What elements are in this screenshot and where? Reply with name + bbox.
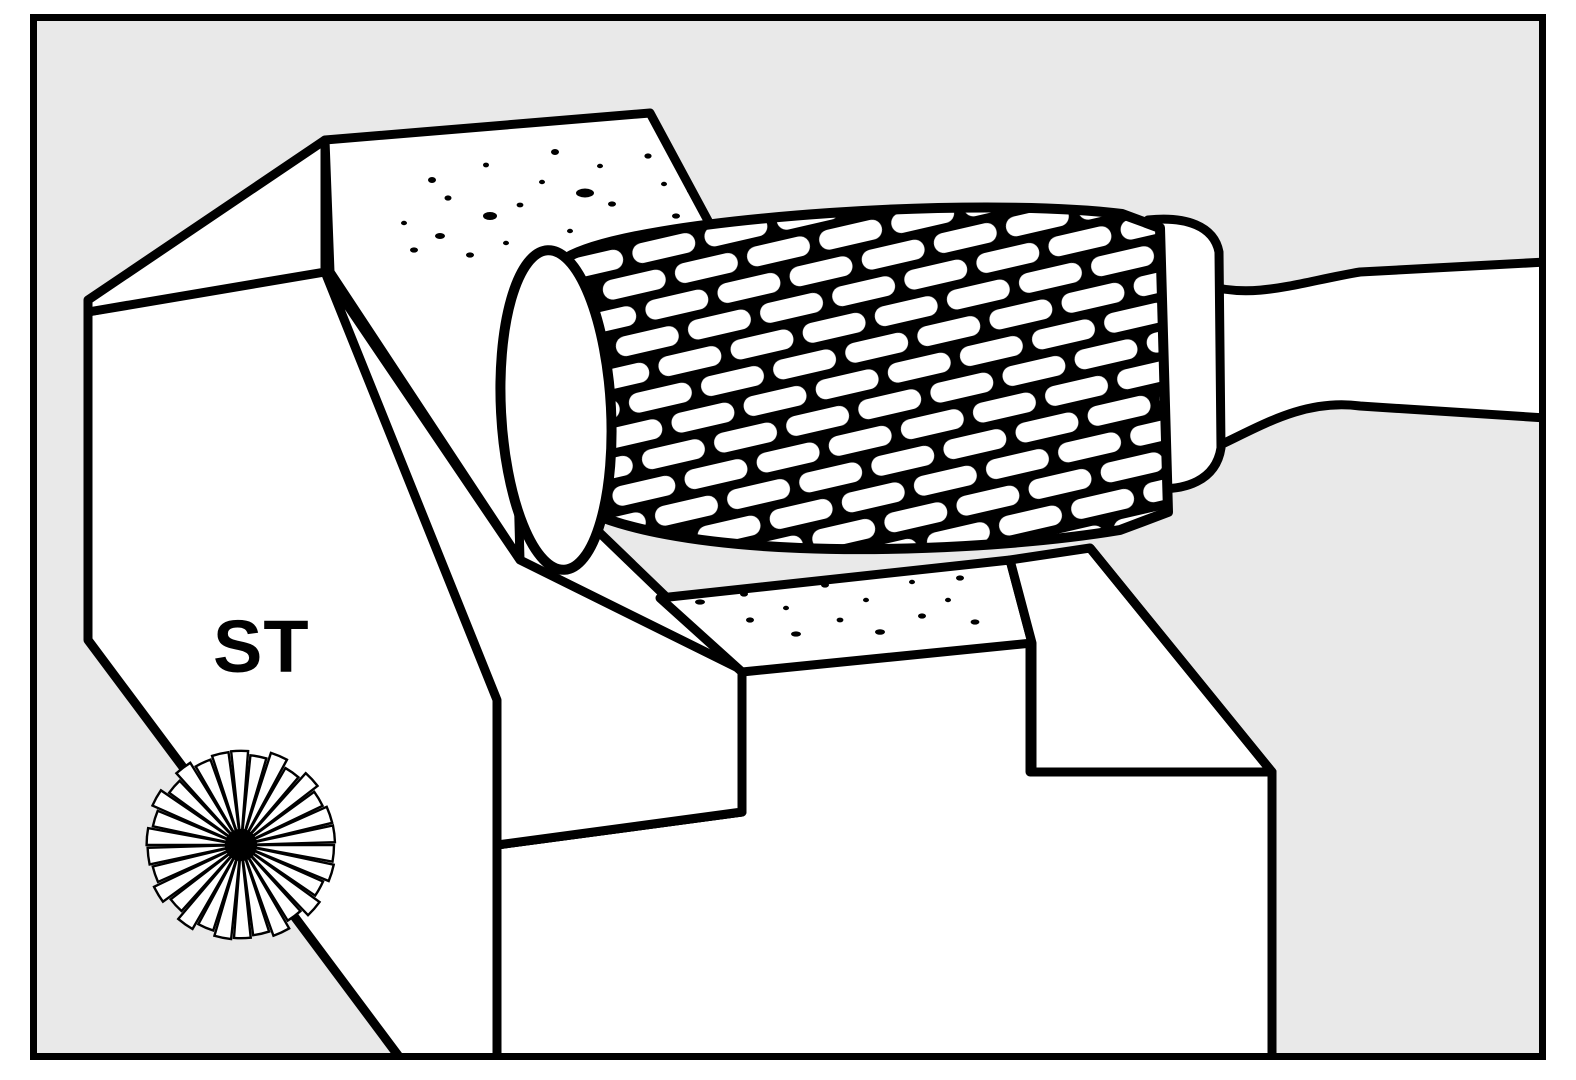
spark-ray (145, 826, 228, 847)
stipple-upper-face (401, 149, 693, 265)
spark-ray (249, 771, 320, 838)
spark-ray (251, 849, 325, 898)
burr-tooth-lattice (566, 207, 1168, 550)
stipple-step-face (695, 575, 980, 637)
block-upper-left-flank (83, 135, 330, 317)
spark-ray (194, 758, 238, 834)
spark-ray (244, 751, 289, 834)
workpiece-block (83, 108, 1277, 1060)
spark-ray (247, 854, 303, 923)
spark-burst-icon (145, 749, 337, 941)
figure-frame (30, 14, 1546, 1060)
burr-body-outline (561, 202, 1173, 555)
block-step-riser (1005, 543, 1277, 777)
spark-ray (168, 852, 233, 913)
block-right-chamfer (1086, 545, 1277, 1058)
spark-ray (254, 824, 337, 846)
spark-ray (174, 761, 235, 836)
spark-ray (232, 858, 253, 940)
spark-ray (196, 856, 238, 933)
spark-ray (152, 849, 231, 904)
spark-ray (253, 846, 336, 883)
spark-ray (210, 750, 241, 833)
spark-ray (229, 749, 250, 832)
spark-ray (176, 854, 236, 931)
spark-ray (251, 790, 325, 841)
spark-ray (249, 852, 322, 917)
spark-ray (241, 753, 268, 832)
material-label-st: ST (213, 605, 310, 688)
spark-ray (241, 857, 271, 937)
spark-ray (253, 805, 334, 843)
block-upper-incline (320, 267, 747, 850)
spark-ray (212, 858, 241, 941)
spark-ray (151, 847, 229, 884)
burr-shank (1200, 257, 1546, 457)
spark-ray (254, 843, 336, 864)
spark-ray (151, 809, 229, 844)
burr-end-face (495, 245, 617, 575)
spark-ray (244, 856, 291, 938)
spark-ray (146, 844, 228, 866)
spark-ray (167, 779, 233, 838)
spark-ray (150, 788, 231, 841)
burr-cutting-body (495, 202, 1173, 575)
spark-ray (246, 766, 301, 836)
spark-burst-hub (225, 829, 257, 861)
